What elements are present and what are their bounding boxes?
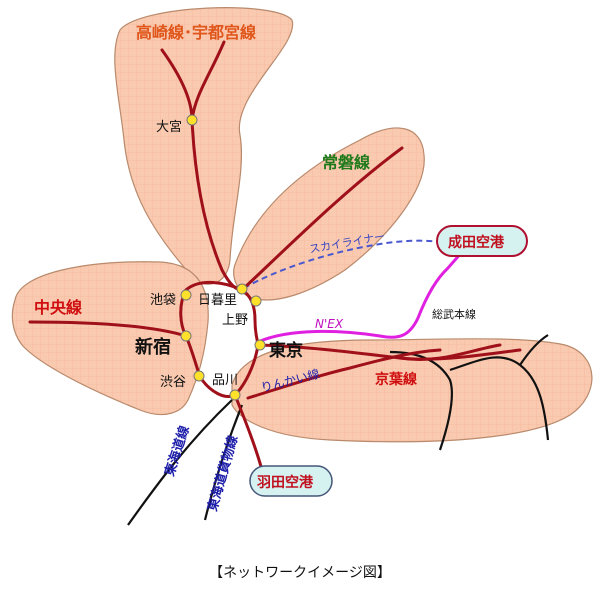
- label-joban: 常磐線: [322, 153, 370, 172]
- label-shinjuku: 新宿: [135, 336, 171, 358]
- station-shibuya-dot: [193, 370, 205, 382]
- red-rail-lines: [28, 40, 522, 472]
- airport-haneda: 羽田空港: [249, 465, 333, 497]
- label-ikebukuro: 池袋: [150, 293, 176, 308]
- label-nippori: 日暮里: [198, 293, 237, 308]
- airport-narita: 成田空港: [436, 225, 528, 257]
- region-keiyo: [231, 338, 593, 443]
- label-tokyo: 東京: [269, 340, 303, 361]
- station-ikebukuro-dot: [180, 289, 192, 301]
- region-takasaki: [114, 7, 294, 285]
- region-chuo: [11, 261, 209, 415]
- label-chuo: 中央線: [34, 298, 82, 317]
- label-ueno: 上野: [222, 313, 248, 328]
- station-omiya-dot: [186, 114, 198, 126]
- label-sobu: 総武本線: [432, 307, 476, 321]
- map-caption: 【ネットワークイメージ図】: [209, 565, 391, 581]
- label-haneda: 羽田空港: [257, 474, 314, 491]
- label-shinagawa: 品川: [212, 373, 238, 388]
- label-keiyo: 京葉線: [375, 371, 417, 388]
- black-track-lines: [127, 334, 550, 526]
- label-tokaido-freight: 東海道貨物線: [204, 433, 241, 513]
- station-dots: [180, 114, 266, 401]
- nex-line: [257, 251, 464, 344]
- skyliner-line: [243, 239, 441, 289]
- station-ueno-dot: [250, 295, 262, 307]
- label-tokaido: 東海道線: [162, 423, 194, 478]
- label-nex: N'EX: [315, 317, 344, 331]
- label-takasaki: 高崎線･宇都宮線: [136, 23, 256, 42]
- station-tokyo-dot: [254, 339, 266, 351]
- station-shinagawa-dot: [229, 389, 241, 401]
- label-omiya: 大宮: [156, 119, 182, 135]
- station-shinjuku-dot: [180, 330, 192, 342]
- station-nippori-dot: [236, 283, 248, 295]
- label-shibuya: 渋谷: [160, 375, 186, 390]
- label-narita: 成田空港: [448, 234, 505, 251]
